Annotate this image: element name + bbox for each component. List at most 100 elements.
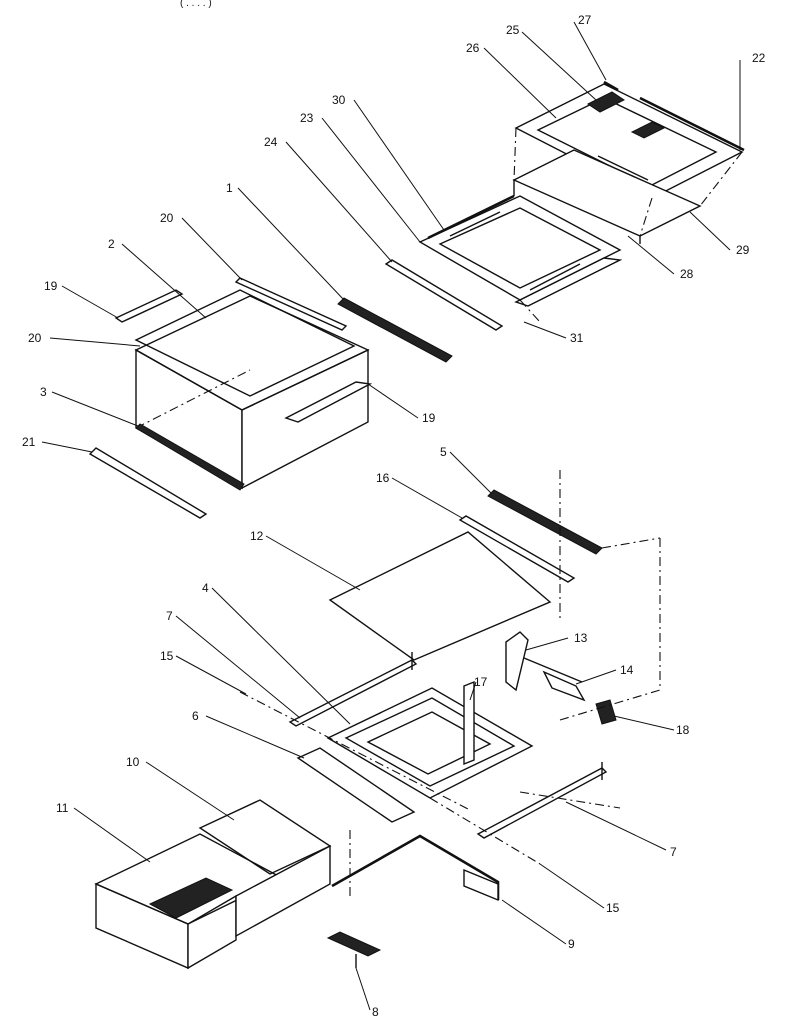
leader-23 <box>321 117 421 243</box>
callout-11: 11 <box>56 801 69 815</box>
drawer-11-grille <box>148 877 234 919</box>
drawer-10-rim <box>198 799 332 875</box>
leader-10 <box>145 761 235 821</box>
leader-25 <box>521 31 597 101</box>
leader-15a <box>175 655 247 695</box>
leader-7a <box>175 615 301 719</box>
upper-shelf-assembly <box>384 194 623 331</box>
leader-1 <box>237 187 345 301</box>
leader-31 <box>523 321 567 339</box>
cover-to-drawer-guide-2 <box>699 151 743 207</box>
clip-8 <box>326 931 382 957</box>
drawer-10-body <box>235 844 331 938</box>
callout-8: 8 <box>372 1005 379 1019</box>
callout-7a: 7 <box>166 609 173 623</box>
frame-4-inner <box>344 697 516 787</box>
bracket-17 <box>463 680 475 766</box>
callout-27: 27 <box>578 13 592 27</box>
callout-22: 22 <box>752 51 766 65</box>
middle-cover-assembly <box>328 470 661 690</box>
frame-4-opening <box>366 711 492 775</box>
leader-27 <box>573 21 607 81</box>
cover-rail-19-left <box>114 289 184 323</box>
callout-10: 10 <box>126 755 140 769</box>
upper-shelf-guide <box>519 299 541 323</box>
leader-16 <box>391 477 463 519</box>
lower-guide-1 <box>239 691 471 811</box>
cover-vent-grille-right <box>630 121 666 139</box>
leader-30 <box>353 99 445 231</box>
drawer-11-side <box>187 894 237 970</box>
callout-15a: 15 <box>160 649 174 663</box>
crisper-drawer-handle <box>597 155 649 181</box>
leader-28 <box>627 235 675 275</box>
callout-23: 23 <box>300 111 314 125</box>
shelf-rail-1 <box>337 297 453 363</box>
leader-24 <box>285 141 393 263</box>
cover-to-drawer-guide <box>513 127 517 181</box>
right-side-rail-7 <box>476 767 608 839</box>
leader-9 <box>501 899 567 945</box>
middle-guide-right-2 <box>601 537 661 549</box>
frame-4-outer <box>326 687 534 799</box>
callout-30: 30 <box>332 93 346 107</box>
crisper-rail-27 <box>603 80 619 92</box>
control-body-14 <box>542 670 586 702</box>
callout-28: 28 <box>680 267 694 281</box>
upper-side-rail-24 <box>384 259 504 331</box>
leader-18 <box>613 715 675 731</box>
cover-rail-19-right <box>284 381 373 423</box>
callout-2: 2 <box>108 237 115 251</box>
callout-25: 25 <box>506 23 520 37</box>
leader-15b <box>539 863 605 909</box>
pan-base-rail-3 <box>135 423 245 491</box>
leader-13 <box>525 637 569 651</box>
callout-21: 21 <box>22 435 36 449</box>
leader-4 <box>211 587 351 725</box>
callout-26: 26 <box>466 41 480 55</box>
callout-20a: 20 <box>160 211 174 225</box>
leader-26 <box>483 47 557 119</box>
callout-29: 29 <box>736 243 750 257</box>
callout-7b: 7 <box>670 845 677 859</box>
leader-29 <box>689 211 731 251</box>
callout-labels: 27 25 26 22 30 23 24 29 28 31 1 20 2 19 … <box>22 13 766 1019</box>
callout-14: 14 <box>620 663 634 677</box>
callout-19a: 19 <box>44 279 58 293</box>
lower-guide-2 <box>519 791 621 809</box>
cover-to-drawer-guide-3 <box>639 197 653 237</box>
rail-16 <box>458 515 576 583</box>
callout-3: 3 <box>40 385 47 399</box>
bottom-drawer-assembly <box>94 799 500 970</box>
wire-rack-9-handle <box>463 868 499 902</box>
header-text: ( . . . . ) <box>180 0 212 9</box>
callout-13: 13 <box>574 631 588 645</box>
leader-21 <box>41 441 93 453</box>
pan-cover-glass <box>134 289 356 397</box>
leader-6 <box>205 715 305 759</box>
leader-3 <box>51 391 139 427</box>
left-pan-assembly <box>88 277 453 519</box>
callout-15b: 15 <box>606 901 620 915</box>
leader-12 <box>265 535 361 591</box>
leader-19b <box>367 383 419 419</box>
cover-glass-12 <box>328 531 552 661</box>
leader-5 <box>449 451 493 495</box>
callout-4: 4 <box>202 581 209 595</box>
cover-rail-20 <box>234 277 348 331</box>
control-assembly <box>505 631 661 725</box>
callout-19b: 19 <box>422 411 436 425</box>
control-guide <box>559 689 661 721</box>
pan-front-guide <box>135 369 251 429</box>
callout-9: 9 <box>568 937 575 951</box>
leader-14 <box>575 669 617 685</box>
left-side-rail-7 <box>288 659 418 727</box>
lower-frame-assembly <box>239 652 621 900</box>
leader-8 <box>355 967 371 1011</box>
leader-lines <box>41 21 741 1011</box>
front-strip-21 <box>88 447 208 519</box>
callout-6: 6 <box>192 709 199 723</box>
tray-6 <box>296 747 416 823</box>
callout-5: 5 <box>440 445 447 459</box>
